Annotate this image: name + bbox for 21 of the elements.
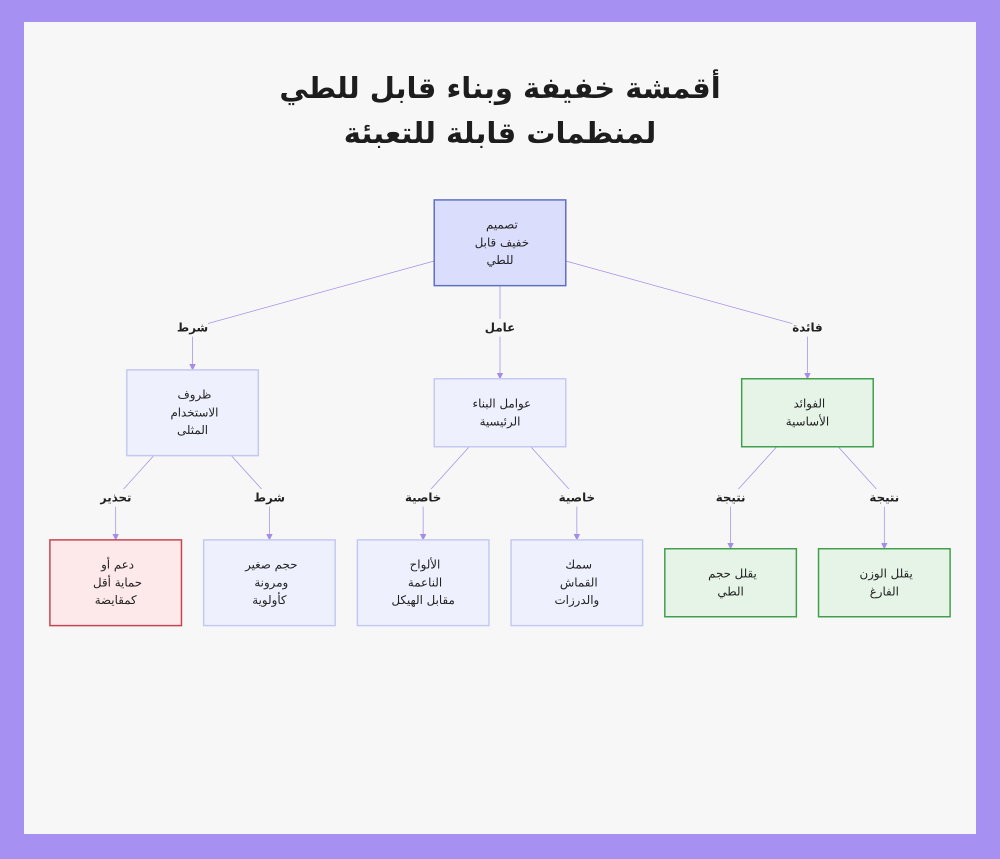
arrow — [565, 260, 811, 380]
edge-label: شرط — [176, 320, 208, 334]
node-box: يقلل الوزن الفارغ — [818, 548, 951, 618]
edge-label: نتيجة — [869, 490, 900, 504]
edge-label: خاصية — [558, 490, 596, 504]
node-box: الفوائد الأساسية — [740, 378, 874, 448]
node-box: حجم صغير ومرونة كأولوية — [202, 539, 336, 626]
diagram-title: أقمشة خفيفة وبناء قابل للطي لمنظمات قابلة للتعبئة — [278, 68, 722, 152]
node-box: يقلل حجم الطي — [664, 548, 798, 618]
node-box: سمك القماش والدرزات — [510, 539, 644, 626]
edge-label: شرط — [254, 490, 286, 504]
arrow — [189, 260, 435, 370]
node-box: دعم أو حماية أقل كمقايضة — [49, 539, 182, 626]
edge-label: خاصية — [404, 490, 442, 504]
node-box: تصميم خفيف قابل للطي — [433, 199, 567, 286]
edge-label: فائدة — [792, 320, 823, 334]
node-box: عوامل البناء الرئيسية — [433, 378, 567, 448]
edge-label: نتيجة — [716, 490, 746, 504]
edge-label: عامل — [484, 320, 516, 334]
node-box: ظروف الاستخدام المثلى — [126, 369, 260, 456]
node-box: الألواح الناعمة مقابل الهيكل — [356, 539, 490, 626]
